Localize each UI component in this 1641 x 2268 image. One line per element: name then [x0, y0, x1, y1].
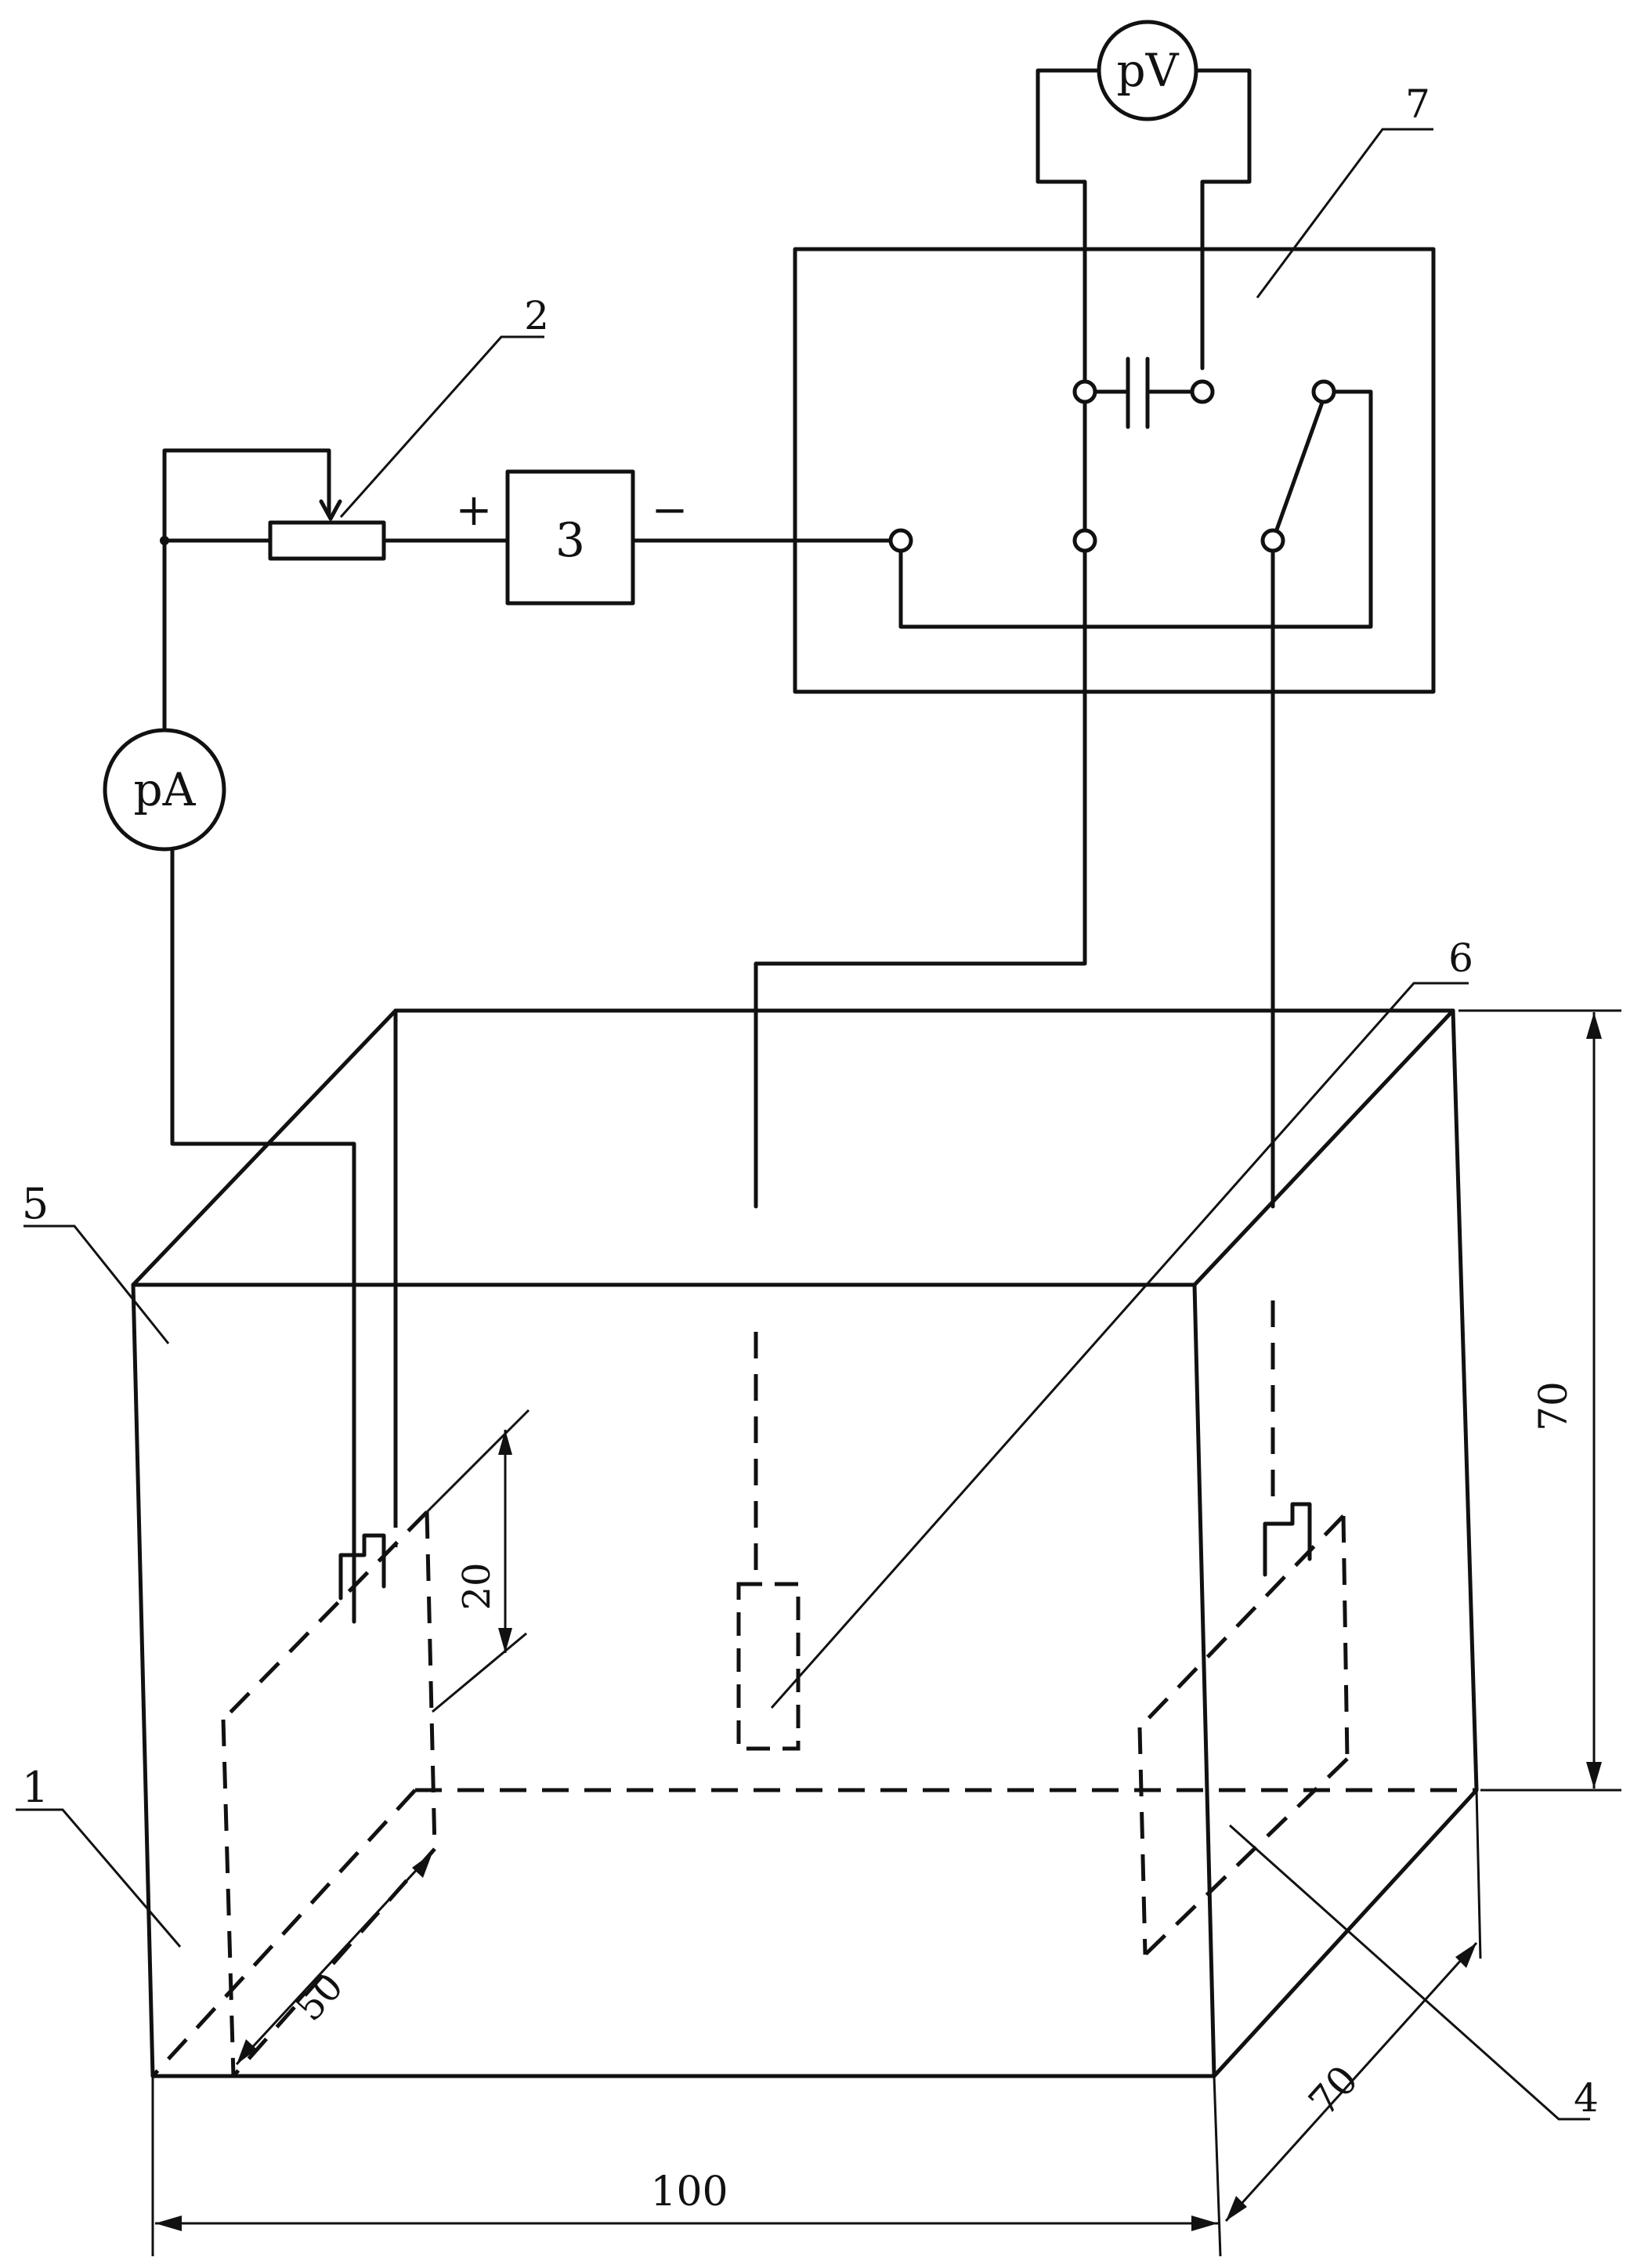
leader-lines	[16, 128, 1590, 2121]
box-back-right-edge	[1451, 1008, 1479, 1792]
leader-5	[23, 1224, 170, 1344]
dim-arrow	[1586, 1012, 1602, 1039]
dim-arrow	[412, 1853, 432, 1878]
dim-arrow	[1586, 1762, 1602, 1789]
electrode-4-left-edge	[1137, 1727, 1148, 1955]
dim-length-label: 100	[650, 2169, 728, 2216]
dim-depth-line	[1224, 1941, 1478, 2223]
voltmeter-lead-right	[1194, 68, 1252, 371]
dim-electrode-width-label: 50	[287, 1965, 352, 2030]
power-source-3	[505, 469, 635, 606]
label-6: 6	[1448, 935, 1473, 981]
terminal	[1260, 528, 1285, 553]
box-top-right-depth-edge	[1192, 1008, 1455, 1287]
electrode-5-left-edge	[221, 1719, 236, 2077]
electrode-4-bottom-edge	[1144, 1757, 1349, 1956]
dim-arrow	[155, 2216, 182, 2231]
label-5: 5	[22, 1179, 49, 1228]
switch-box-7	[793, 247, 1436, 694]
electrode-5-clamp	[338, 1533, 386, 1601]
electrode-4-right-edge	[1341, 1515, 1350, 1760]
internal-wire-loop	[898, 389, 1373, 629]
leader-1	[16, 1808, 182, 1948]
box-bottom-left-edge-hidden	[151, 1789, 417, 2078]
ammeter-label: pA	[133, 763, 196, 816]
terminal	[1072, 528, 1097, 553]
test-box-1	[131, 1008, 1479, 2078]
dim-arrow	[498, 1430, 512, 1455]
leader-2	[339, 335, 544, 518]
terminal	[1072, 379, 1097, 404]
label-2: 2	[524, 293, 549, 338]
dim-width-label: 70	[1300, 2057, 1368, 2125]
leader-4	[1229, 1824, 1590, 2121]
voltmeter-label: pV	[1116, 44, 1179, 97]
dimensions	[151, 1009, 1621, 2257]
leader-6	[770, 982, 1469, 1709]
dim-depth-extension	[1475, 1789, 1482, 1959]
label-4: 4	[1574, 2075, 1599, 2121]
dim-50-line	[235, 1851, 434, 2066]
text-labels: pV pA 3 + − 2 7 6 5 1 4 100 70 70 20 50	[22, 44, 1599, 2216]
wire-to-electrode-5	[170, 847, 356, 1624]
switch-blade	[1271, 396, 1326, 543]
minus-sign: −	[652, 485, 689, 536]
terminal	[1311, 379, 1336, 404]
box-top-left-depth-edge	[131, 1008, 398, 1287]
box-front-face	[131, 1282, 1216, 2078]
plus-sign: +	[456, 485, 493, 536]
dim-arrow	[1191, 2216, 1218, 2231]
dim-arrow	[237, 2039, 257, 2064]
leader-7	[1256, 128, 1433, 298]
dim-height-label: 70	[1531, 1381, 1576, 1431]
electrode-6	[736, 1332, 801, 1751]
ammeter-pA	[103, 728, 226, 852]
dim-arrow	[1226, 2196, 1247, 2221]
source-label: 3	[555, 513, 585, 568]
electrode-4-top-edge	[1138, 1514, 1345, 1729]
rheostat-slider-wire	[162, 448, 331, 543]
dim-100-extension-right	[1213, 2075, 1222, 2257]
terminal	[888, 528, 913, 553]
terminal	[1190, 379, 1215, 404]
dim-arrow	[1455, 1943, 1477, 1968]
electrode-5-right-edge	[425, 1511, 437, 1850]
electrode-6-body	[736, 1582, 801, 1751]
electrode-5-top-edge	[222, 1510, 428, 1721]
electrode-4-clamp	[1263, 1502, 1312, 1577]
voltmeter-lead-left	[1036, 68, 1101, 394]
box-bottom-right-depth-edge	[1212, 1788, 1479, 2078]
label-7: 7	[1405, 81, 1430, 127]
circuit	[103, 20, 1436, 1624]
dim-electrode-height-label: 20	[455, 1562, 499, 1610]
label-1: 1	[22, 1763, 49, 1812]
rheostat-slider-arrow	[319, 499, 342, 521]
electrode-4	[1137, 1300, 1350, 1956]
wire-to-electrode-6	[754, 548, 1087, 1209]
rheostat-2	[268, 520, 386, 561]
dim-arrow	[498, 1628, 512, 1653]
dim-20-extension-top	[425, 1409, 530, 1514]
dim-20-extension-bottom	[432, 1632, 527, 1713]
